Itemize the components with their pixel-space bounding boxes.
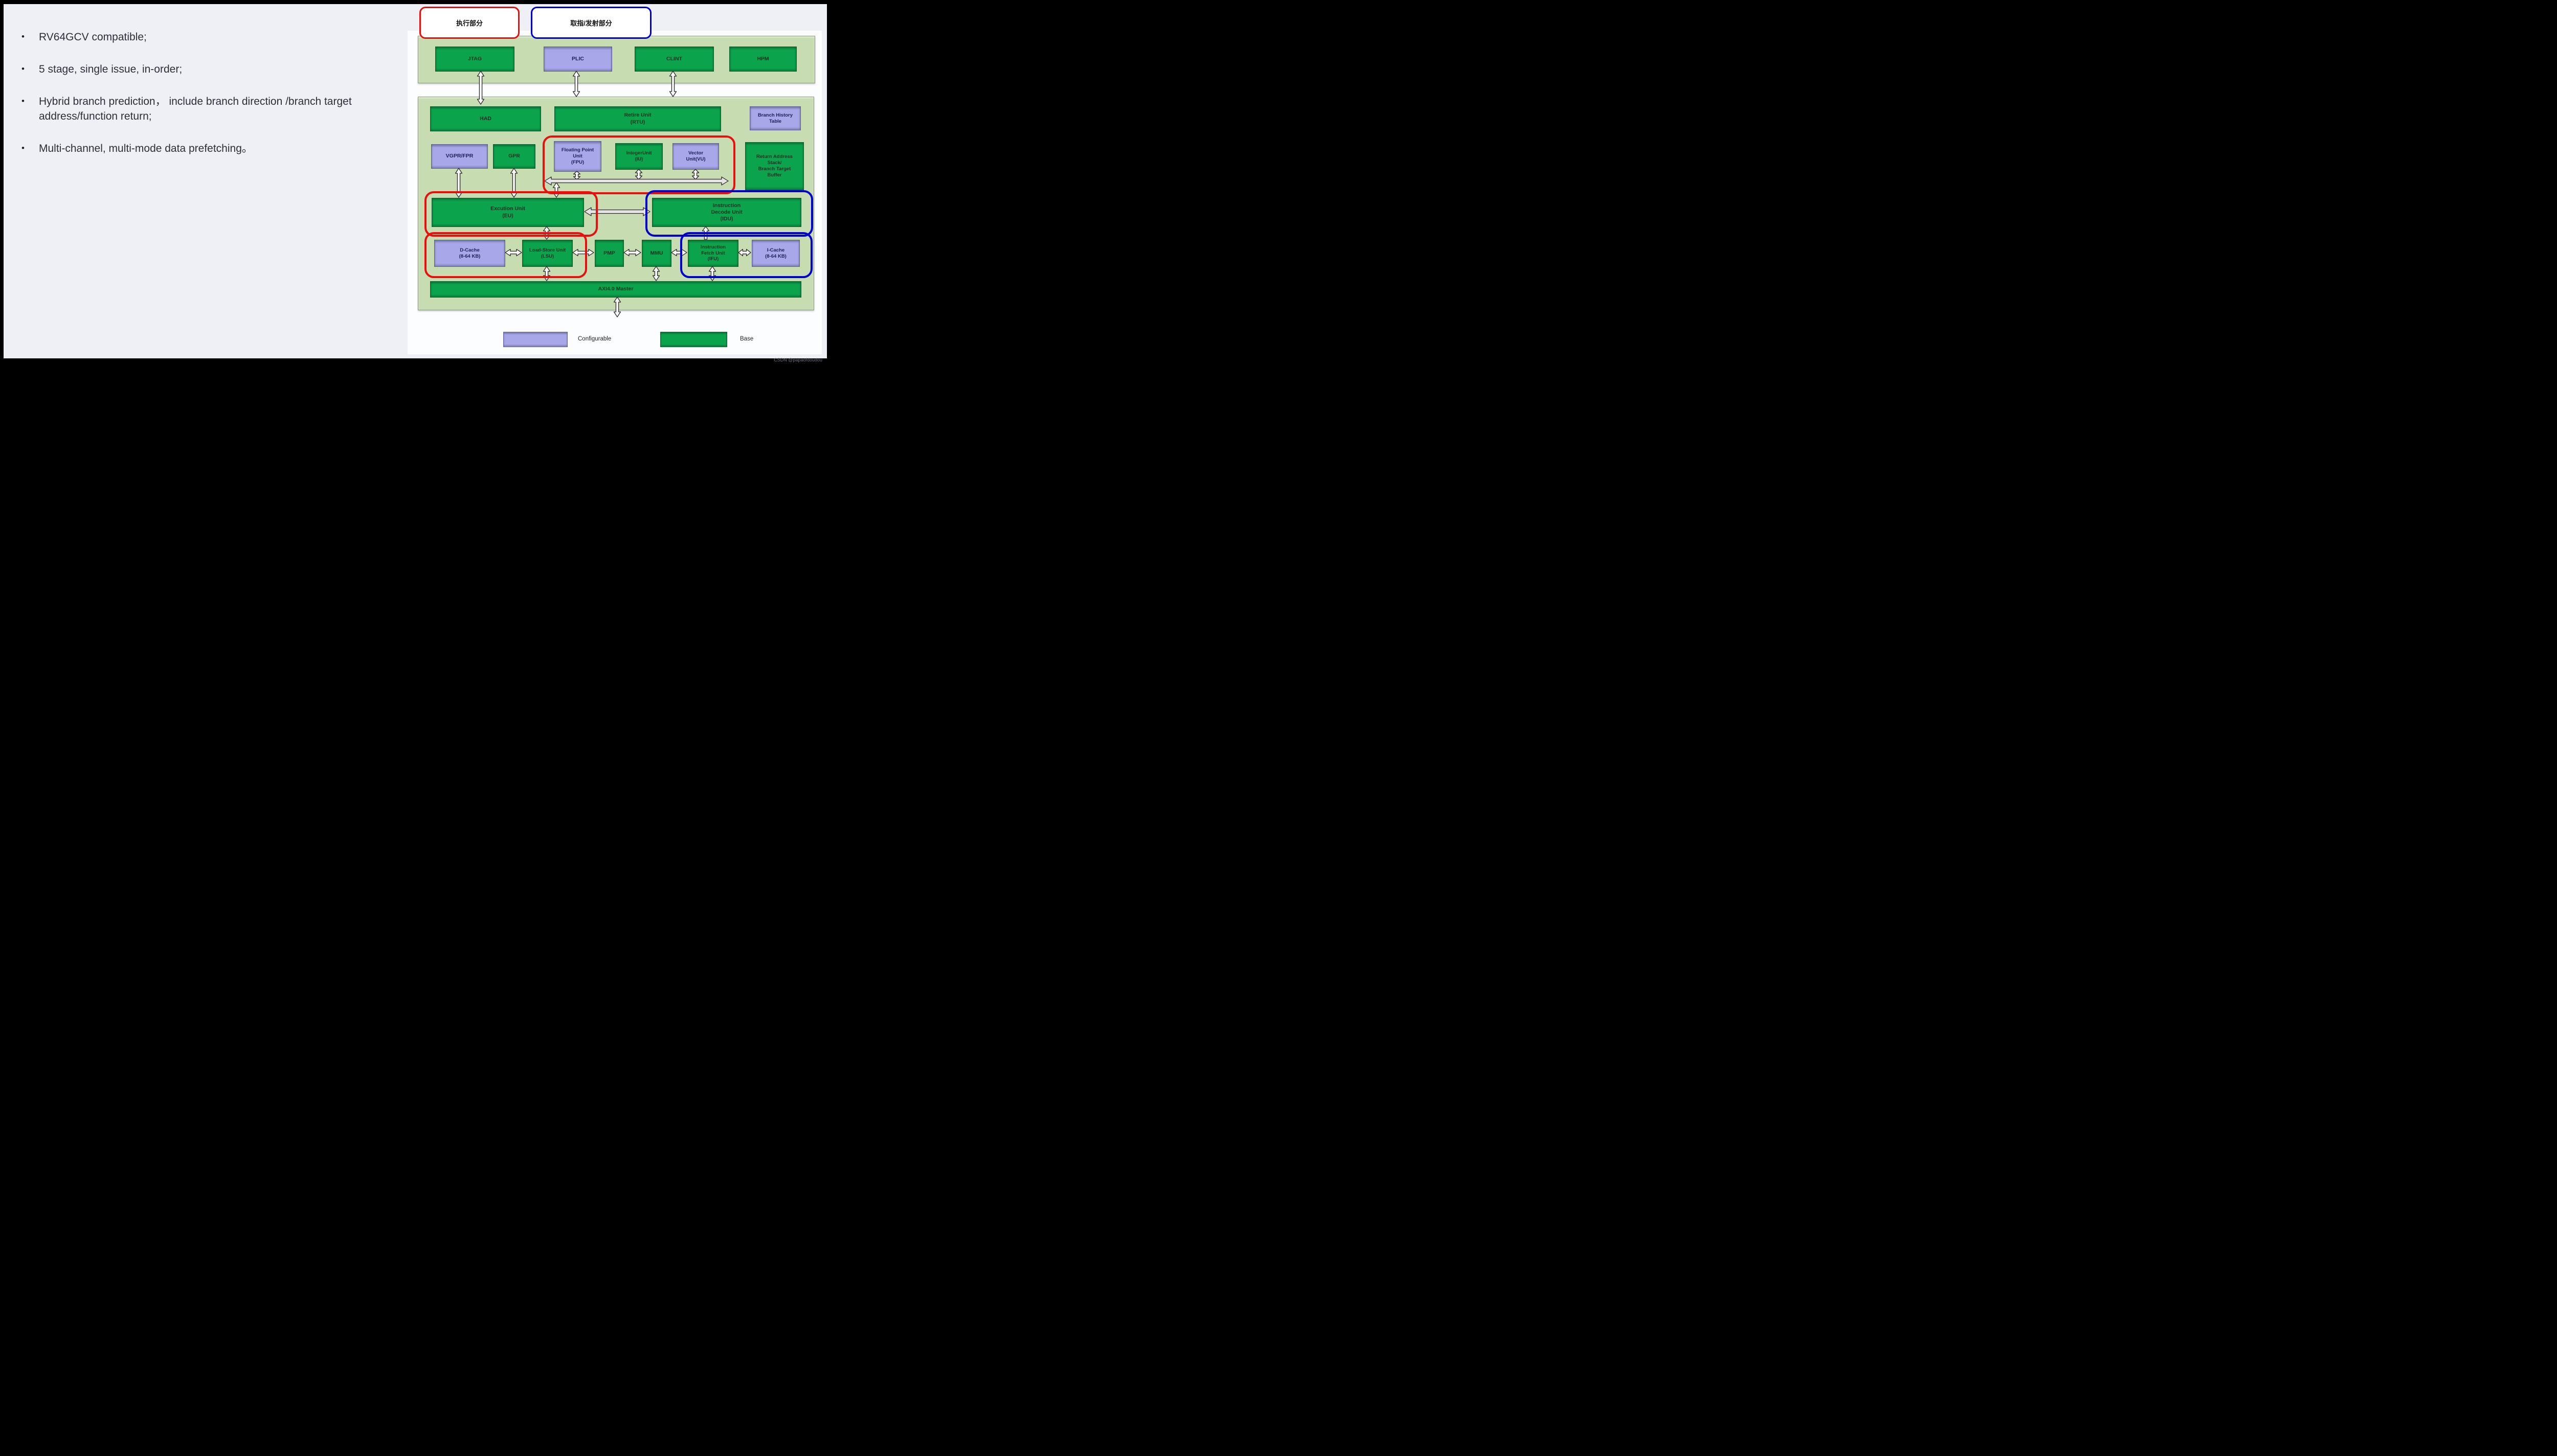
block-label: PMP [603,249,615,256]
block-plic: PLIC [544,47,612,72]
block-d-cache: D-Cache (8-64 KB) [434,240,505,267]
bullet-text: RV64GCV compatible; [39,31,147,43]
block-label: (LSU) [541,253,554,259]
bullet-text: Multi-channel, multi-mode data prefetchi… [39,143,253,155]
block-label: (IDU) [720,216,733,222]
legend-base-swatch [660,332,727,347]
block-label: (IU) [635,156,643,162]
block-retire-unit: Retire Unit (RTU) [554,106,721,131]
block-label: Unit(VU) [686,156,706,162]
bullet-dot: • [21,63,25,74]
block-fpu: Floating Point Unit (FPU) [554,141,601,172]
fetch-issue-part-label: 取指/发射部分 [570,19,612,27]
block-label: AXI4.0 Master [598,286,634,292]
bullet-text: Hybrid branch prediction， include branch… [39,95,352,123]
block-label: HPM [757,55,769,62]
block-ras-btb: Return Address Stack/ Branch Target Buff… [745,142,804,190]
bullet-pipeline: • 5 stage, single issue, in-order; [21,62,369,77]
block-pmp: PMP [595,240,624,267]
block-clint: CLINT [635,47,714,72]
block-label: Table [769,118,782,124]
block-had: HAD [430,106,541,131]
block-label: HAD [480,115,491,122]
block-label: (IFU) [707,256,719,262]
block-vgpr-fpr: VGPR/FPR [431,144,488,169]
bullet-branch-prediction: • Hybrid branch prediction， include bran… [21,94,369,125]
execution-part-label-box: 执行部分 [419,7,520,39]
feature-bullet-list: • RV64GCV compatible; • 5 stage, single … [21,30,369,173]
legend-configurable-swatch [503,332,568,347]
block-label: Instruction [700,244,726,250]
block-jtag: JTAG [435,47,514,72]
block-label: D-Cache [460,247,480,253]
block-label: MMU [650,249,663,256]
screenshot: • RV64GCV compatible; • 5 stage, single … [0,0,833,364]
bullet-prefetching: • Multi-channel, multi-mode data prefetc… [21,141,369,156]
block-gpr: GPR [493,144,535,169]
block-branch-history-table: Branch History Table [750,106,801,130]
block-label: (RTU) [630,119,645,125]
block-label: (EU) [502,212,513,219]
block-hpm: HPM [729,47,797,72]
block-mmu: MMU [642,240,671,267]
bullet-rv64gcv: • RV64GCV compatible; [21,30,369,45]
block-execution-unit: Excution Unit (EU) [432,198,584,227]
bullet-dot: • [21,143,25,153]
bullet-dot: • [21,32,25,41]
legend-configurable-label: Configurable [578,336,612,342]
block-label: Branch History [757,112,793,118]
block-load-store-unit: Load-Store Unit (LSU) [522,240,573,267]
bullet-dot: • [21,96,25,106]
bullet-text: 5 stage, single issue, in-order; [39,63,183,75]
execution-part-label: 执行部分 [456,19,483,27]
block-label: Load-Store Unit [529,247,566,253]
block-i-cache: I-Cache (8-64 KB) [752,240,800,267]
block-label: Unit [573,153,582,160]
block-label: (FPU) [571,159,585,165]
block-integer-unit: IntegerUnit (IU) [615,143,663,170]
block-label: I-Cache [767,247,785,253]
block-instruction-fetch-unit: Instruction Fetch Unit (IFU) [688,240,738,267]
block-label: Retire Unit [624,112,652,119]
block-vector-unit: Vector Unit(VU) [672,143,719,170]
block-label: Excution Unit [490,206,525,212]
block-label: IntegerUnit [626,150,652,156]
block-label: Stack/ [767,160,782,166]
block-label: (8-64 KB) [765,253,787,259]
fetch-issue-part-label-box: 取指/发射部分 [531,7,652,39]
block-label: VGPR/FPR [445,153,474,160]
block-label: GPR [508,153,520,160]
block-axi-master: AXI4.0 Master [430,281,801,298]
legend-base-label: Base [740,336,754,342]
block-instruction-decode-unit: Instruction Decode Unit (IDU) [652,198,801,227]
block-label: Branch Target [758,166,791,172]
watermark: CSDN @papaofdoudou [774,357,822,362]
block-label: PLIC [572,55,584,62]
block-label: JTAG [467,55,482,62]
block-label: Fetch Unit [701,250,725,256]
block-label: Floating Point [561,147,594,153]
block-label: Vector [688,150,704,156]
block-label: Decode Unit [711,209,743,215]
block-label: (8-64 KB) [459,253,481,259]
block-label: Instruction [712,202,741,209]
block-label: Buffer [767,172,782,178]
block-label: Return Address [756,154,793,160]
block-label: CLINT [666,55,682,62]
